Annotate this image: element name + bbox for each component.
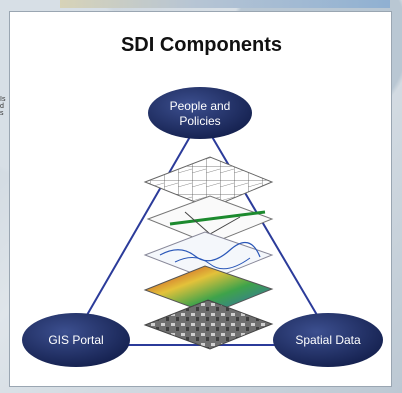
- sdi-diagram-panel: SDI Components: [9, 11, 392, 387]
- layer-hydrology: [143, 231, 274, 281]
- layer-parcels: [143, 156, 274, 209]
- node-spatial-data-label: Spatial Data: [295, 333, 361, 347]
- node-spatial-data: [273, 313, 383, 367]
- node-top-label-line2: Policies: [179, 114, 221, 128]
- node-people-and-policies: [148, 87, 252, 139]
- diagram-title: SDI Components: [120, 34, 283, 56]
- connector-top-left: [86, 134, 192, 316]
- diagram-canvas: [22, 87, 383, 367]
- layer-elevation: [143, 265, 274, 315]
- node-gis-portal: [22, 313, 130, 367]
- node-top-label-line1: People and: [169, 99, 231, 113]
- layer-imagery: [143, 299, 274, 350]
- background-strip: [60, 0, 390, 8]
- node-gis-portal-label: GIS Portal: [48, 333, 104, 347]
- node-people-and-policies-label: People and Policies: [148, 99, 252, 129]
- layer-stack: [143, 156, 274, 350]
